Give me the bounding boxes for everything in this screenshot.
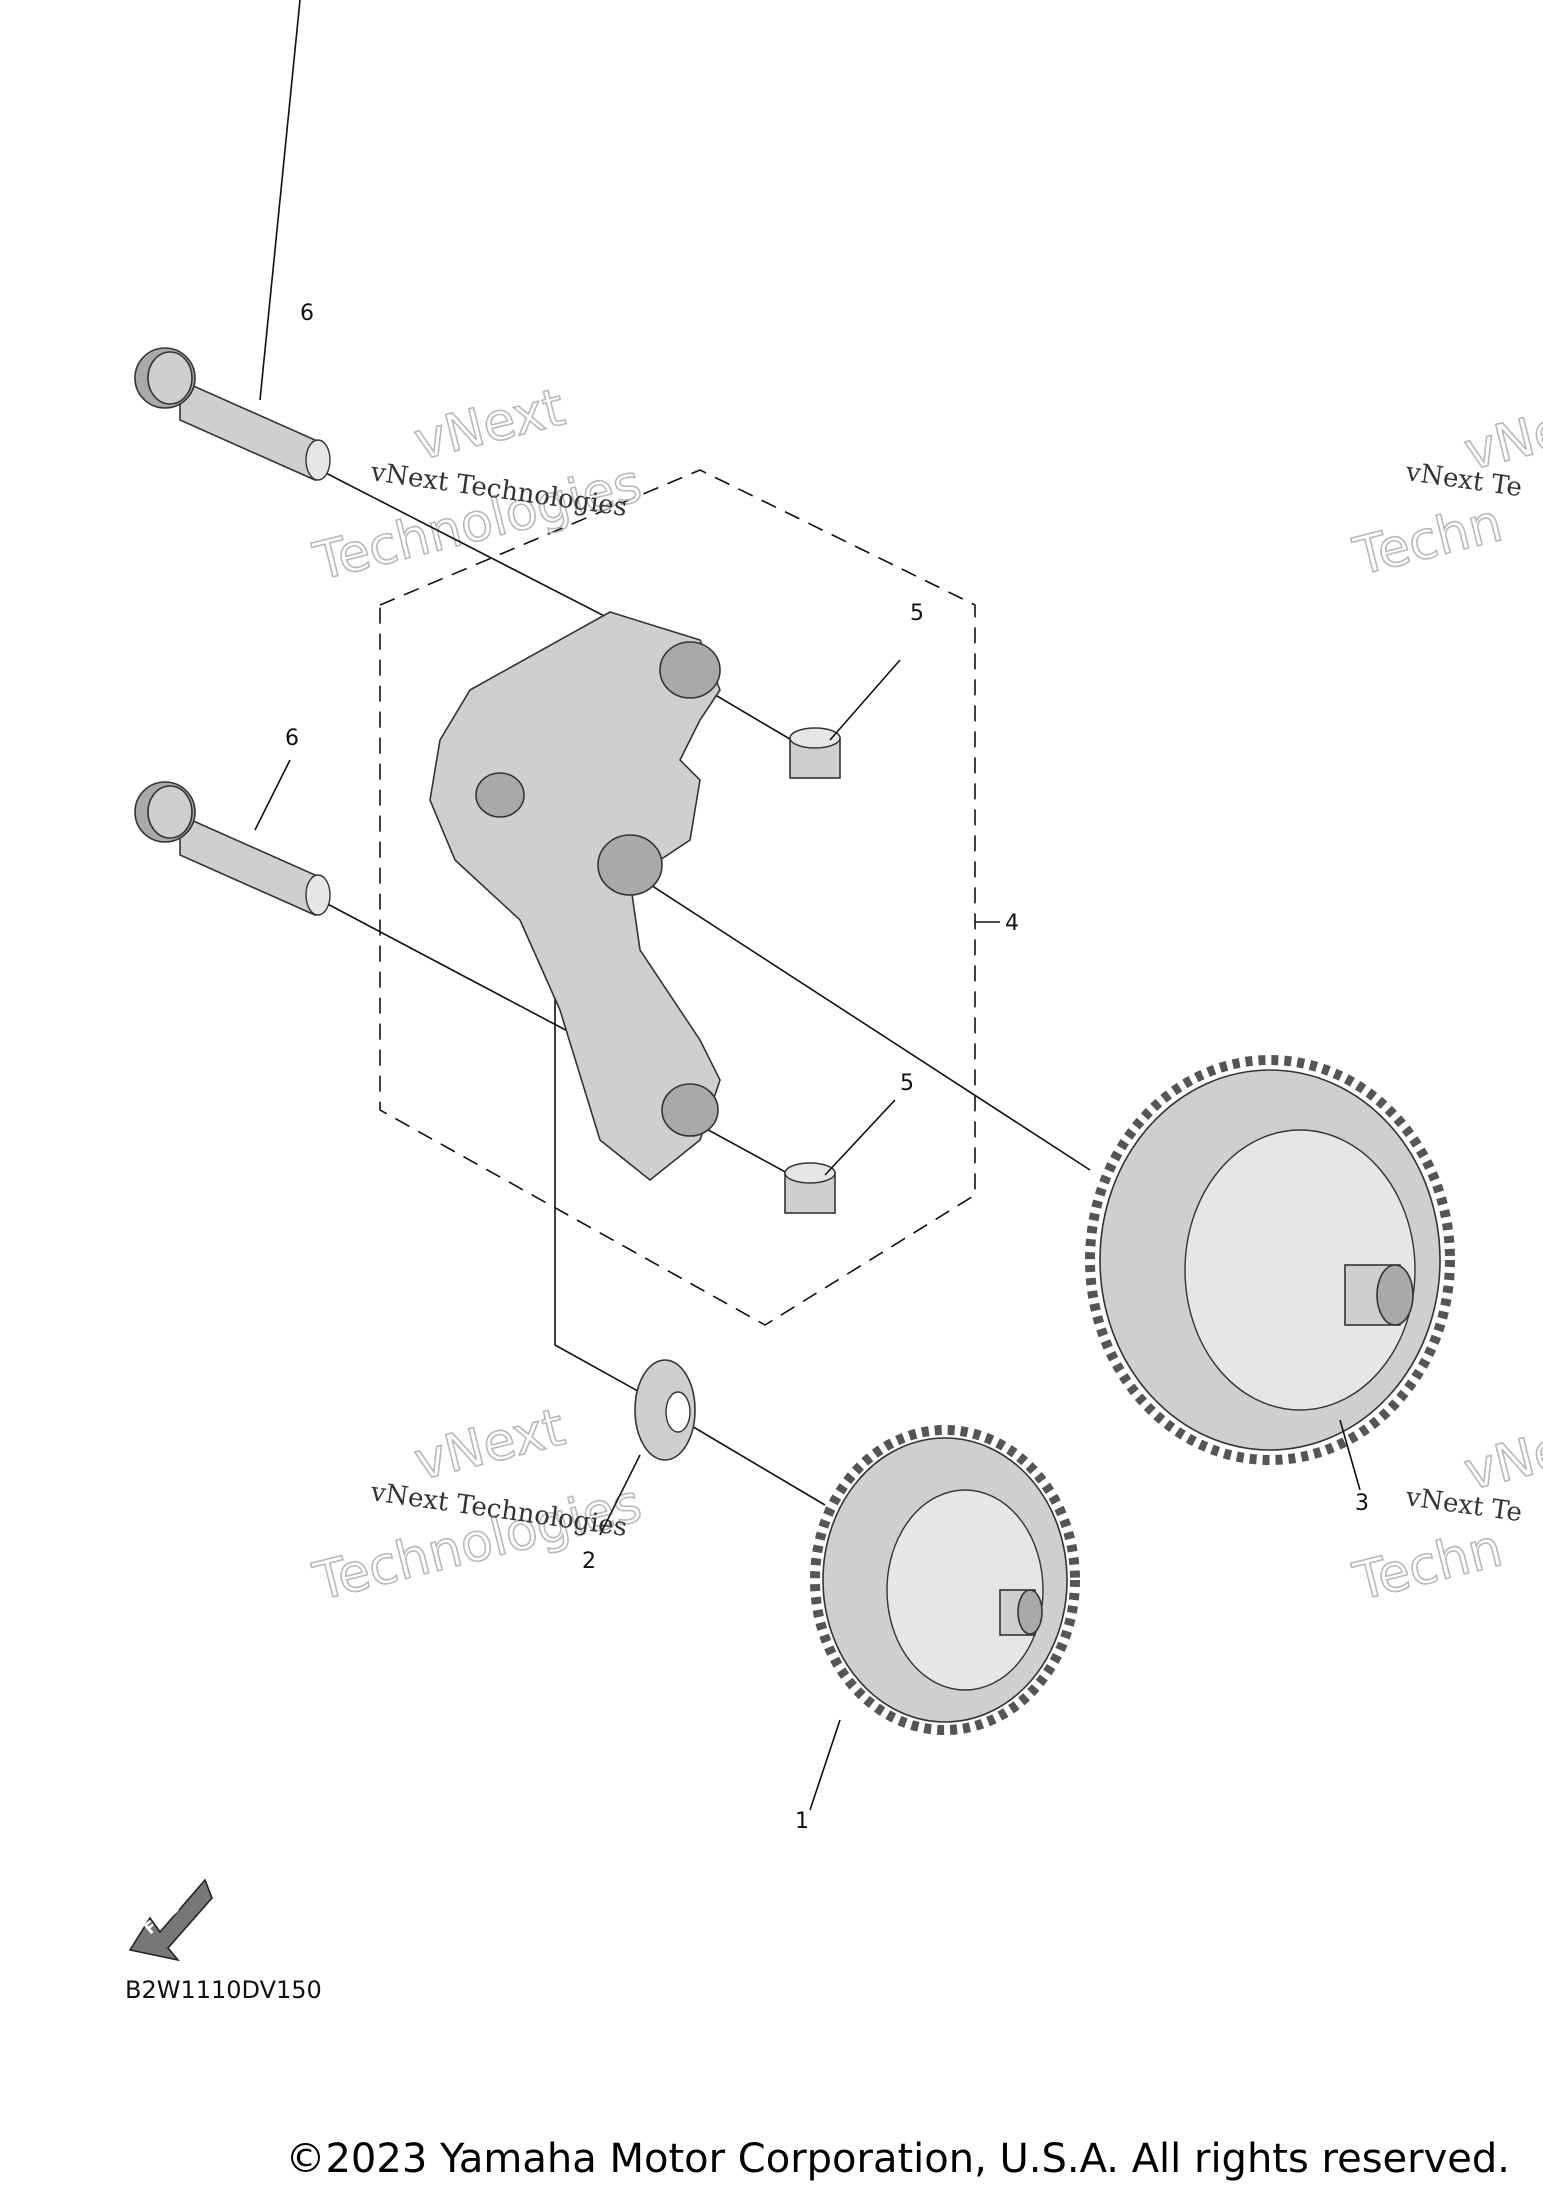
washer [634, 1359, 696, 1461]
watermark-3: vNext Technologies vNext Technologies [307, 1397, 648, 1614]
watermark-4: vNe Techn vNext Te [1347, 1419, 1543, 1614]
collar-lower [784, 1162, 836, 1214]
watermark-1: vNext Technologies vNext Technologies [307, 377, 648, 594]
collar-upper [789, 727, 841, 779]
callout-6-lower: 6 [285, 726, 299, 751]
callout-2: 2 [582, 1549, 596, 1574]
gear-large [1085, 1055, 1455, 1465]
leader-washer-gear [689, 1424, 826, 1506]
callout-5-upper: 5 [910, 601, 924, 626]
watermark-2: vNe Techn vNext Te [1347, 399, 1543, 589]
bolt-upper [134, 347, 331, 482]
callout-3: 3 [1355, 1491, 1369, 1516]
bolt-lower [134, 781, 331, 917]
callout-leader-3 [1339, 1419, 1361, 1491]
assembly-boundary [379, 469, 976, 1326]
svg-text:vNext: vNext [409, 1398, 571, 1493]
callout-5-lower: 5 [900, 1071, 914, 1096]
svg-text:Techn: Techn [1348, 1518, 1508, 1613]
gear-small [810, 1425, 1080, 1735]
callout-leader-2 [599, 1454, 641, 1536]
callout-4: 4 [1005, 911, 1019, 936]
diagram-code: B2W1110DV150 [125, 1976, 322, 2004]
callout-leader-6a [259, 0, 301, 401]
callout-leader-1 [809, 1719, 841, 1811]
svg-text:vNext: vNext [409, 378, 571, 473]
fwd-arrow-icon: FWD [128, 1878, 213, 1962]
svg-text:Techn: Techn [1348, 493, 1508, 588]
callout-1: 1 [795, 1809, 809, 1834]
callout-leader-6b [254, 759, 291, 831]
callout-leader-5b [824, 1099, 896, 1176]
callout-leader-5a [829, 659, 901, 741]
callout-6-upper: 6 [300, 301, 314, 326]
copyright-notice: ©2023 Yamaha Motor Corporation, U.S.A. A… [285, 2136, 1510, 2182]
bracket [429, 611, 721, 1182]
leader-bracket-gear [619, 864, 1091, 1171]
